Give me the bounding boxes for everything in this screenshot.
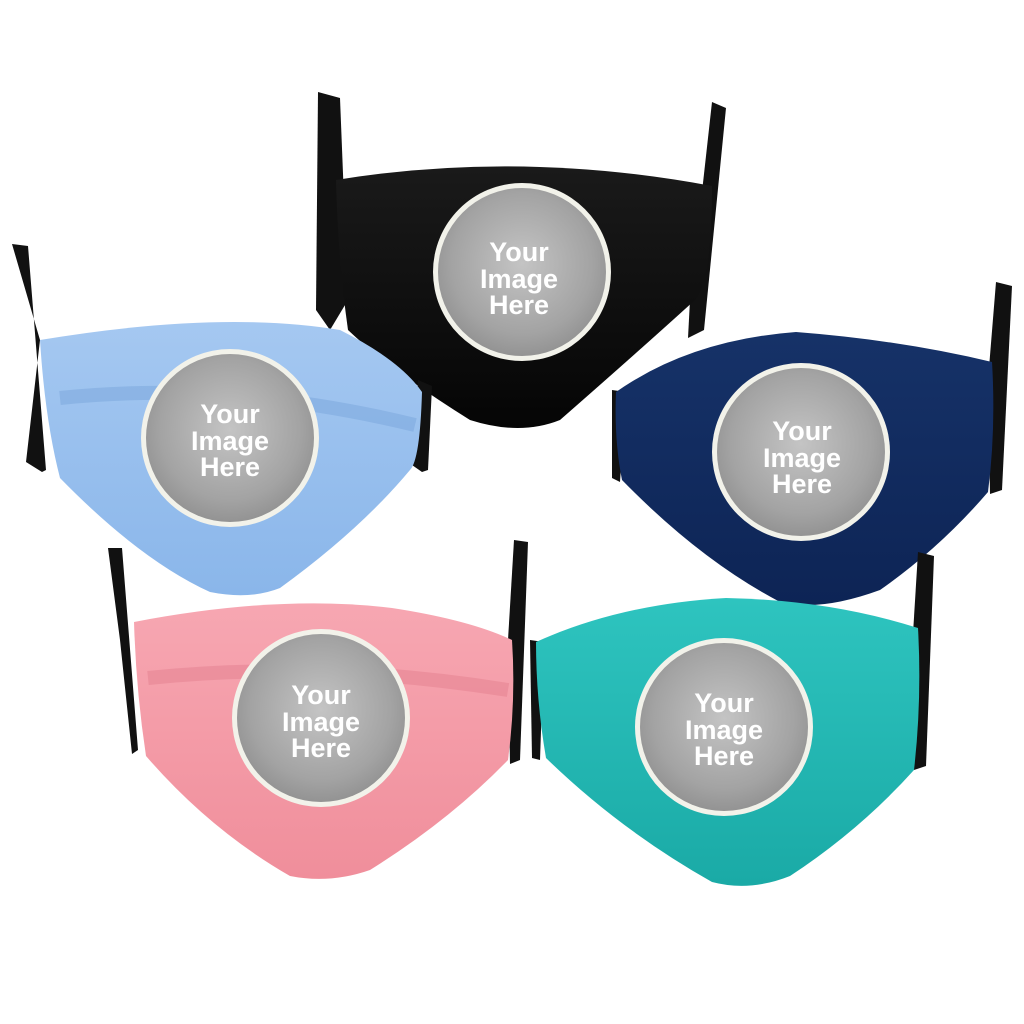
placeholder-line-3: Here xyxy=(200,452,260,482)
image-placeholder[interactable]: Your Image Here xyxy=(712,363,890,541)
image-placeholder[interactable]: Your Image Here xyxy=(232,629,410,807)
mask-teal[interactable]: Your Image Here xyxy=(530,552,934,886)
placeholder-line-1: Your xyxy=(291,680,351,710)
image-placeholder[interactable]: Your Image Here xyxy=(141,349,319,527)
image-placeholder[interactable]: Your Image Here xyxy=(635,638,813,816)
placeholder-line-2: Image xyxy=(763,443,841,473)
ear-strap-left xyxy=(316,92,348,330)
placeholder-line-2: Image xyxy=(282,707,360,737)
placeholder-line-1: Your xyxy=(772,416,832,446)
ear-strap-left xyxy=(12,244,46,472)
placeholder-line-1: Your xyxy=(694,688,754,718)
mask-light-blue[interactable]: Your Image Here xyxy=(12,244,432,596)
ear-strap-right xyxy=(508,540,528,764)
placeholder-line-3: Here xyxy=(772,469,832,499)
placeholder-line-3: Here xyxy=(489,290,549,320)
ear-strap-right xyxy=(988,282,1012,494)
image-placeholder[interactable]: Your Image Here xyxy=(433,183,611,361)
mask-navy[interactable]: Your Image Here xyxy=(612,282,1012,606)
placeholder-line-1: Your xyxy=(200,399,260,429)
placeholder-line-3: Here xyxy=(694,741,754,771)
placeholder-line-2: Image xyxy=(191,426,269,456)
placeholder-line-3: Here xyxy=(291,733,351,763)
placeholder-line-2: Image xyxy=(480,264,558,294)
mask-pink[interactable]: Your Image Here xyxy=(108,540,528,879)
placeholder-line-2: Image xyxy=(685,715,763,745)
ear-strap-left xyxy=(108,548,138,754)
placeholder-line-1: Your xyxy=(489,237,549,267)
mask-black[interactable]: Your Image Here xyxy=(316,92,726,428)
